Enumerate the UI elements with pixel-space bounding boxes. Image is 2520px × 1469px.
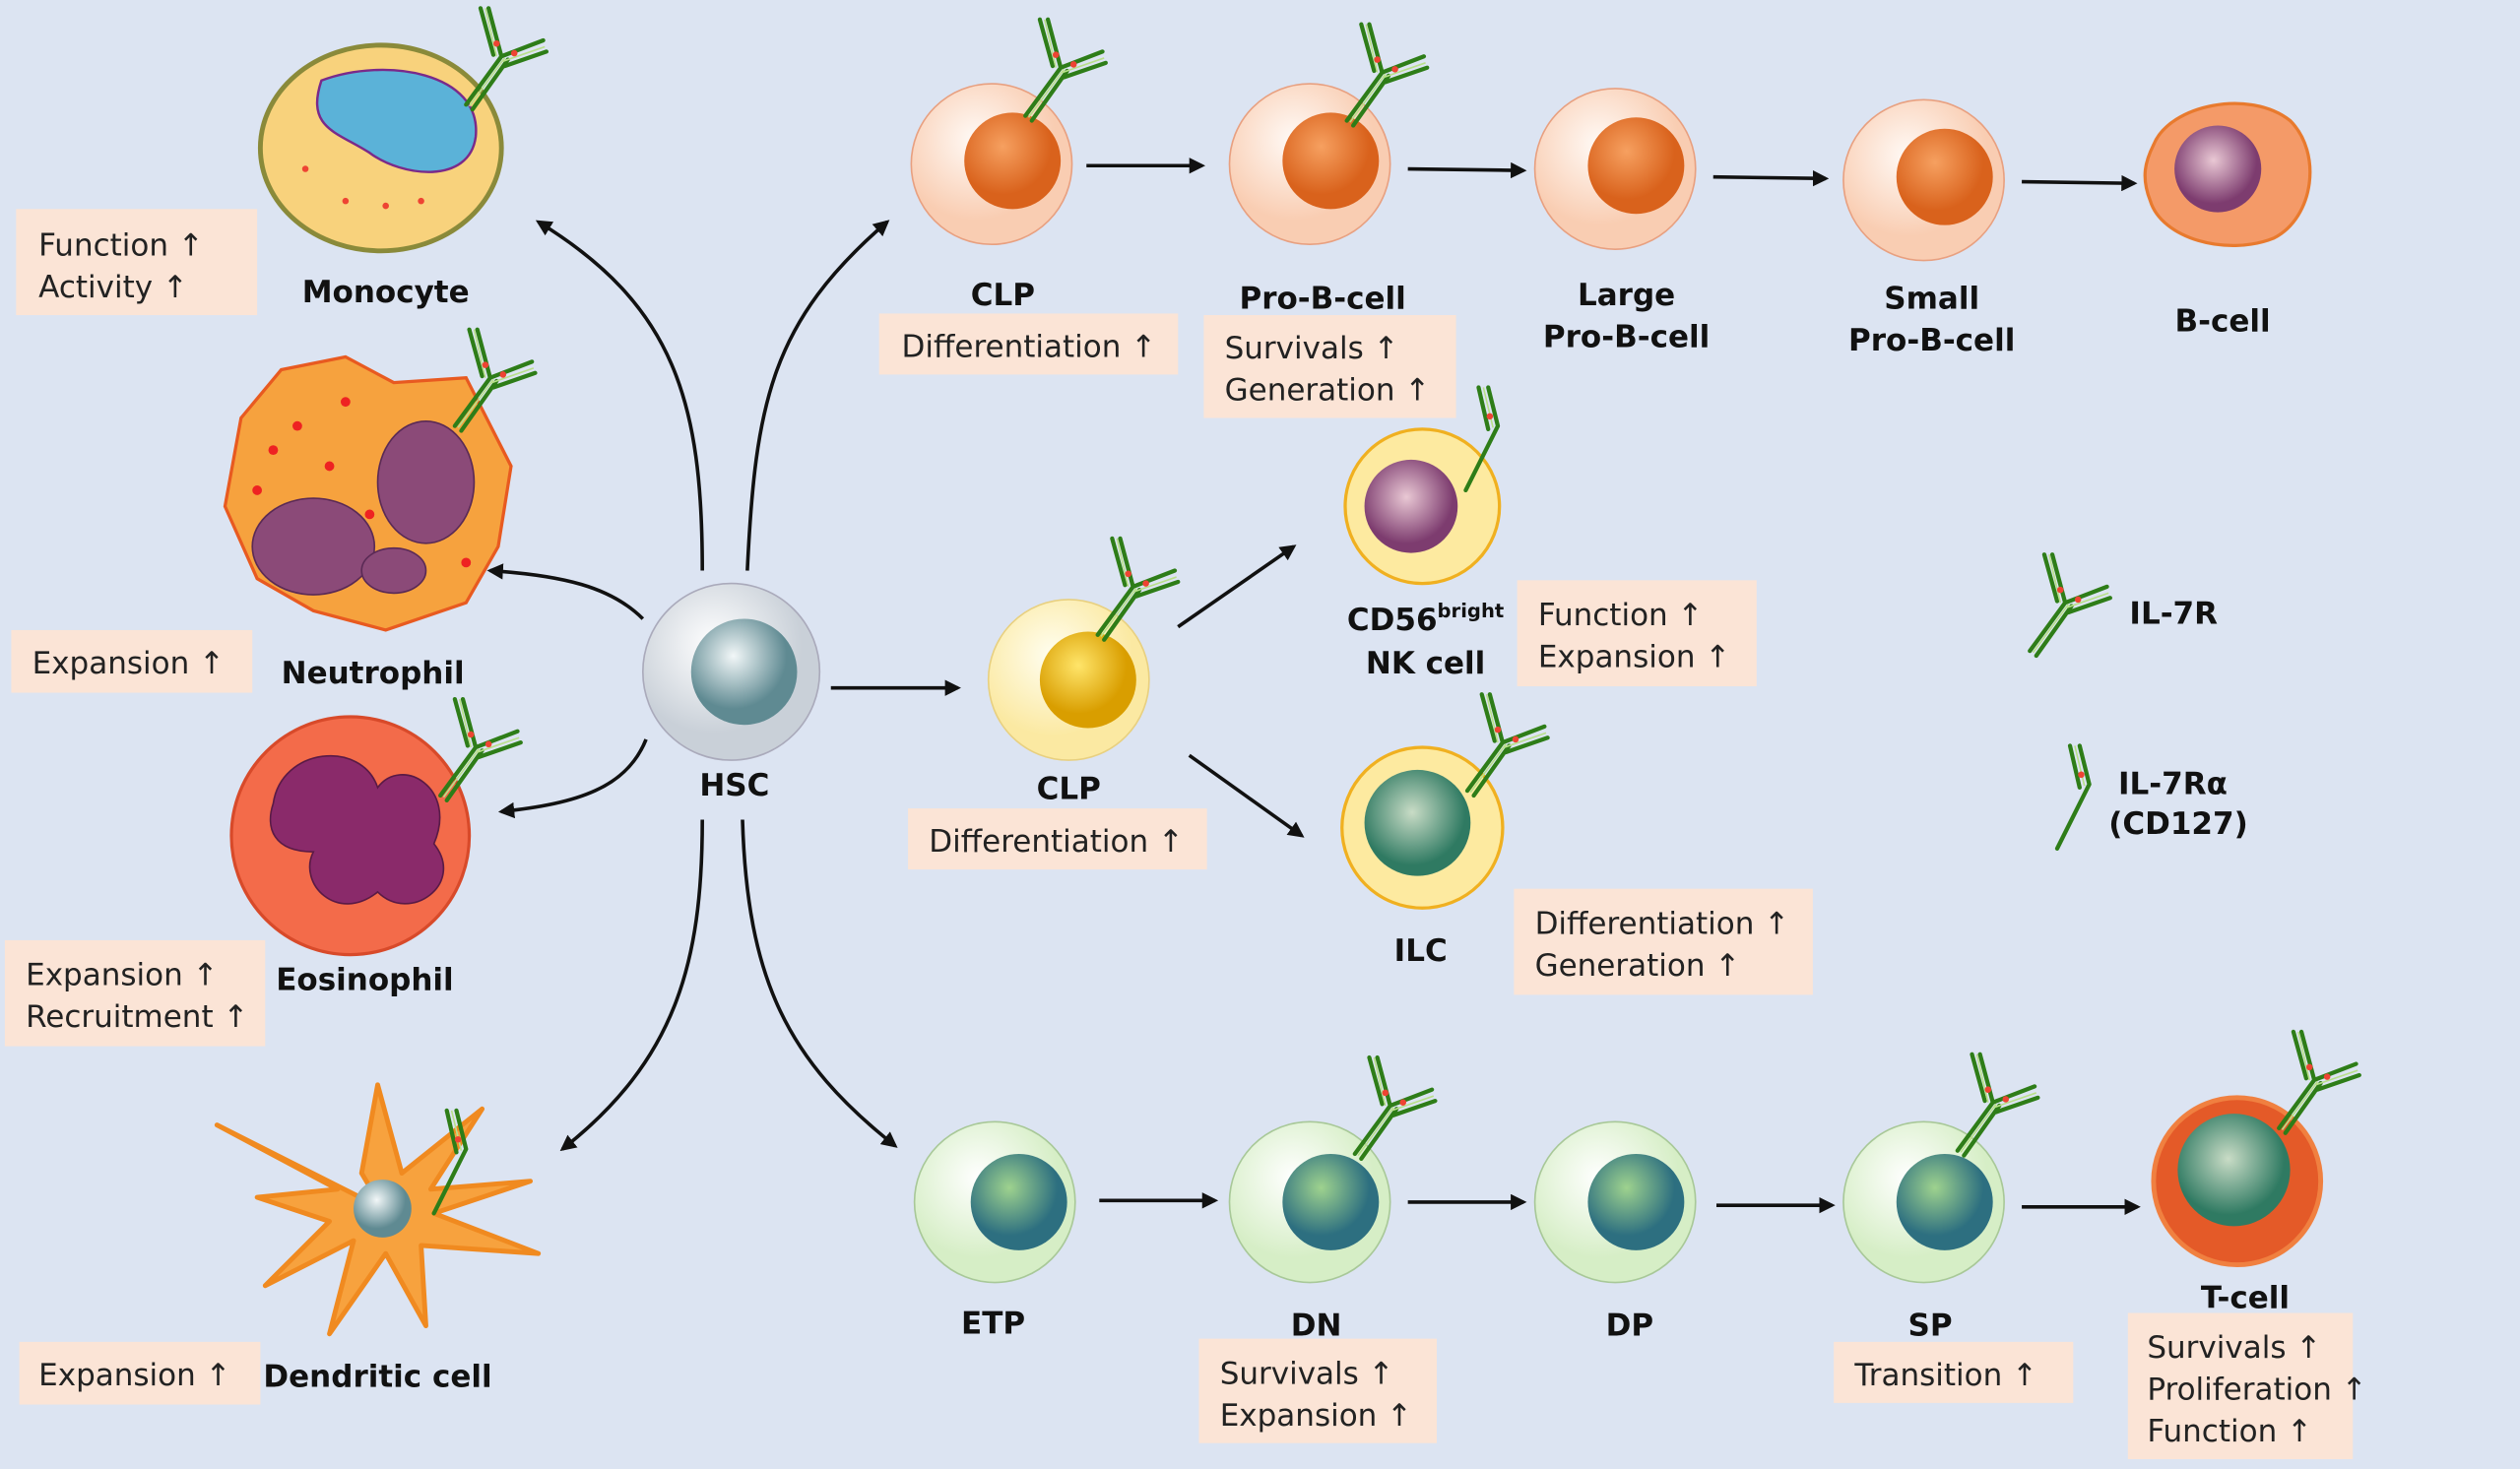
effect-text: Expansion ↑: [1538, 639, 1730, 674]
effect-text: Expansion ↑: [38, 1358, 230, 1393]
effect-text: Differentiation ↑: [902, 329, 1157, 364]
clp-b-label: CLP: [971, 278, 1035, 313]
effect-text: Survivals ↑: [1220, 1356, 1394, 1391]
arrow-hsc-clp-b: [745, 220, 890, 571]
pro-b-cell: Pro-B-cell: [1228, 25, 1427, 317]
t-cell: T-cell: [2151, 1032, 2359, 1316]
large-pro-b-cell: Large Pro-B-cell: [1533, 88, 1710, 355]
nk-label-sup: bright: [1438, 600, 1505, 622]
effect-text: Survivals ↑: [1225, 331, 1399, 366]
clp-b-effects-box: [878, 313, 1179, 375]
clp-cell: CLP: [987, 539, 1179, 806]
large-pro-b-label: Pro-B-cell: [1543, 320, 1710, 355]
effect-text: Function ↑: [38, 228, 204, 264]
dn-effects-box: [1198, 1338, 1438, 1443]
arrow-hsc-eosinophil: [497, 738, 648, 819]
hsc-cell: HSC: [641, 582, 821, 803]
arrow-hsc-neutrophil: [486, 563, 645, 620]
effect-text: Proliferation ↑: [2147, 1373, 2366, 1408]
t-cell-effects-box: [2127, 1312, 2354, 1460]
effect-text: Expansion ↑: [26, 958, 218, 993]
effect-text: Expansion ↑: [1220, 1398, 1412, 1434]
nk-effects-box: [1517, 580, 1757, 687]
dn-label: DN: [1291, 1308, 1342, 1343]
dendritic-cell: Dendritic cell: [214, 1082, 542, 1395]
effect-text: Expansion ↑: [32, 646, 225, 681]
effect-text: Survivals ↑: [2147, 1330, 2321, 1366]
effect-text: Recruitment ↑: [26, 999, 248, 1035]
large-pro-b-label: Large: [1578, 278, 1675, 313]
effect-text: Generation ↑: [1225, 373, 1431, 409]
eosinophil-effects-box: Expansion ↑ Recruitment ↑: [4, 939, 266, 1047]
monocyte-effects-box: Function ↑ Activity ↑: [16, 209, 258, 316]
nk-cell: CD56bright NK cell: [1343, 387, 1504, 681]
dp-label: DP: [1606, 1308, 1653, 1343]
small-pro-b-label: Pro-B-cell: [1848, 323, 2015, 358]
clp-b-cell: CLP: [910, 20, 1105, 313]
t-cell-label: T-cell: [2201, 1281, 2290, 1316]
monocyte-label: Monocyte: [302, 275, 470, 310]
effect-text: Transition ↑: [1853, 1358, 2037, 1393]
legend-cd127-label: (CD127): [2108, 806, 2248, 842]
pro-b-label: Pro-B-cell: [1239, 282, 1405, 317]
b-cell: B-cell: [2143, 101, 2312, 339]
sp-effects-box: [1834, 1341, 2074, 1403]
neutrophil-label: Neutrophil: [282, 656, 465, 691]
dendritic-effects-box: Expansion ↑: [19, 1341, 261, 1405]
ilc-label: ILC: [1394, 933, 1448, 969]
arrow-hsc-monocyte: [535, 220, 704, 571]
arrow-hsc-dendritic: [559, 819, 704, 1152]
effect-text: Differentiation ↑: [1535, 906, 1790, 941]
legend-il7r-label: IL-7R: [2129, 596, 2218, 631]
t-lineage: ETP DN Survivals ↑ Expansion ↑ DP SP Tra…: [913, 1032, 2367, 1460]
eosinophil-label: Eosinophil: [276, 962, 453, 997]
dn-cell: DN: [1228, 1057, 1435, 1343]
effect-text: Function ↑: [1538, 598, 1704, 633]
monocyte-cell: Monocyte: [257, 8, 546, 310]
nk-label: CD56bright: [1347, 600, 1504, 638]
neutrophil-cell: Neutrophil: [223, 330, 535, 691]
small-pro-b-cell: Small Pro-B-cell: [1842, 98, 2015, 358]
clp-label: CLP: [1037, 771, 1101, 806]
ilc-cell: ILC: [1340, 694, 1548, 969]
b-cell-label: B-cell: [2174, 303, 2270, 339]
pro-b-effects-box: [1203, 315, 1456, 418]
small-pro-b-label: Small: [1884, 282, 1979, 317]
dp-cell: DP: [1533, 1120, 1697, 1343]
legend: IL-7R IL-7Rα (CD127): [2030, 554, 2248, 849]
dendritic-label: Dendritic cell: [263, 1360, 491, 1395]
arrow-hsc-etp: [741, 819, 898, 1148]
etp-label: ETP: [961, 1307, 1025, 1342]
eosinophil-cell: Eosinophil: [229, 699, 521, 997]
nk-label-main: CD56: [1347, 603, 1438, 638]
clp-effects-box: [908, 808, 1207, 870]
sp-cell: SP: [1842, 1054, 2037, 1343]
sp-label: SP: [1908, 1308, 1953, 1343]
effect-text: Function ↑: [2147, 1414, 2312, 1449]
nk-label-line2: NK cell: [1366, 646, 1485, 681]
effect-text: Differentiation ↑: [929, 824, 1184, 860]
neutrophil-effects-box: Expansion ↑: [11, 629, 253, 693]
b-lineage: CLP Differentiation ↑ Pro-B-cell Surviva…: [878, 20, 2312, 418]
etp-cell: ETP: [913, 1120, 1076, 1342]
effect-text: Generation ↑: [1535, 948, 1741, 984]
innate-lineage: CLP Differentiation ↑ CD56bright NK cell…: [908, 387, 1813, 995]
legend-il7ra-label: IL-7Rα: [2118, 766, 2228, 801]
hsc-arrows: [486, 220, 961, 1152]
ilc-effects-box: [1514, 888, 1813, 995]
hsc-label: HSC: [699, 768, 769, 803]
effect-text: Activity ↑: [38, 270, 188, 305]
